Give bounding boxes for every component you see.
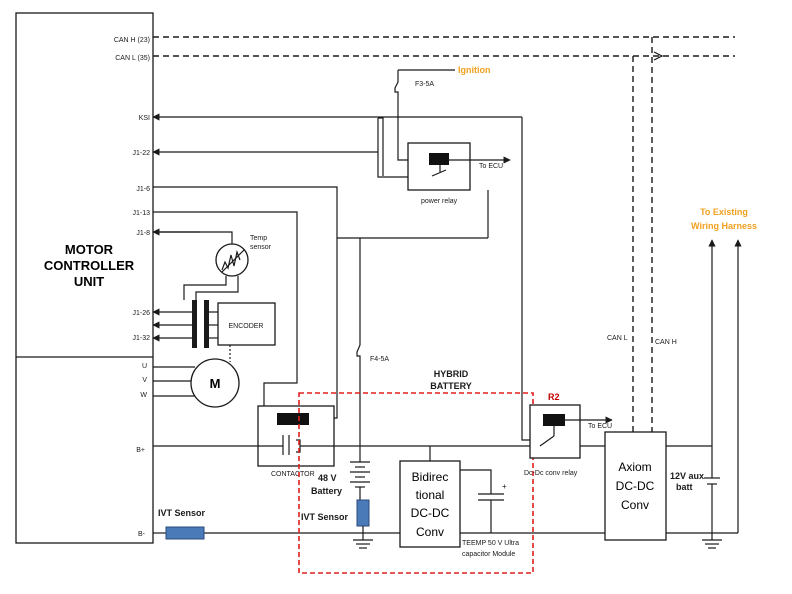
contactor: CONTACTOR — [257, 405, 335, 478]
ultracapacitor: + TEEMP 50 V Ultra capacitor Module — [460, 469, 519, 558]
motor: M — [153, 358, 240, 408]
f4-wire: F4-5A — [337, 190, 489, 440]
encoder: ENCODER — [152, 300, 276, 362]
pin-w-label: W — [140, 392, 147, 399]
r2-label: R2 — [548, 392, 560, 402]
ignition-label: Ignition — [458, 65, 491, 75]
bidir-conv-line-4: Conv — [416, 525, 444, 539]
pin-j1-26-label: J1-26 — [132, 310, 150, 317]
pin-u-label: U — [142, 363, 147, 370]
ksi-circuit: F3-5A Ignition — [152, 65, 530, 441]
pin-canl-label: CAN L (35) — [115, 55, 150, 62]
aux-battery: 12V aux batt To Existing Wiring Harness — [670, 207, 757, 549]
pin-j1-32-label: J1-32 — [132, 335, 150, 342]
aux-batt-label-2: batt — [676, 482, 693, 492]
harness-label-1: To Existing — [700, 207, 748, 217]
battery-48v-label-2: Battery — [311, 486, 342, 496]
power-relay-label: power relay — [421, 198, 458, 205]
power-relay: To ECU power relay — [407, 142, 511, 205]
bidir-conv-line-1: Bidirec — [412, 470, 449, 484]
mcu-pin-labels: CAN H (23) CAN L (35) KSI J1-22 J1-6 J1-… — [114, 37, 150, 538]
ivt-sensor-left: IVT Sensor — [158, 508, 206, 540]
ivt-sensor-inner: IVT Sensor — [301, 499, 373, 549]
motor-controller-unit: MOTOR CONTROLLER UNIT — [15, 12, 154, 544]
temp-sensor: Temp sensor — [183, 235, 272, 300]
fuse-f4-label: F4-5A — [370, 356, 389, 363]
pin-j1-13-label: J1-13 — [132, 210, 150, 217]
mcu-title-line-2: CONTROLLER — [44, 258, 135, 273]
motor-label: M — [210, 376, 221, 391]
ivt-sensor-inner-label: IVT Sensor — [301, 512, 349, 522]
axiom-line-2: DC-DC — [616, 479, 655, 493]
temp-sensor-label-1: Temp — [250, 235, 267, 242]
to-ecu-1-label: To ECU — [479, 163, 503, 170]
pin-j1-8-label: J1-8 — [136, 230, 150, 237]
pin-canh-label: CAN H (23) — [114, 37, 150, 44]
hybrid-battery-label-2: BATTERY — [430, 381, 472, 391]
fuse-f3-label: F3-5A — [415, 81, 434, 88]
bidirectional-converter: Bidirec tional DC-DC Conv — [399, 446, 461, 548]
to-ecu-2-label: To ECU — [588, 423, 612, 430]
pin-j1-6-label: J1-6 — [136, 186, 150, 193]
mcu-title-line-1: MOTOR — [65, 242, 114, 257]
can-bus: CAN L CAN H — [153, 36, 735, 432]
temp-sensor-label-2: sensor — [250, 244, 272, 251]
battery-48v: 48 V Battery — [311, 440, 370, 500]
can-l-label: CAN L — [607, 335, 628, 342]
dcdc-relay: R2 To ECU Dc-Dc conv relay — [524, 392, 613, 477]
pin-j1-22-label: J1-22 — [132, 150, 150, 157]
aux-batt-label-1: 12V aux — [670, 471, 704, 481]
pin-bminus-label: B- — [138, 531, 146, 538]
can-h-label: CAN H — [655, 339, 677, 346]
harness-label-2: Wiring Harness — [691, 221, 757, 231]
hybrid-battery-label-1: HYBRID — [434, 369, 469, 379]
battery-48v-label-1: 48 V — [318, 473, 337, 483]
ultracap-label-2: capacitor Module — [462, 551, 515, 558]
dcdc-relay-label: Dc-Dc conv relay — [524, 470, 578, 477]
axiom-line-1: Axiom — [618, 460, 651, 474]
bidir-conv-line-3: DC-DC — [411, 506, 450, 520]
j1-22-circuit — [152, 117, 408, 178]
cap-plus-label: + — [502, 482, 507, 491]
j1-8-wire — [152, 228, 233, 244]
bidir-conv-line-2: tional — [416, 488, 445, 502]
pin-ksi-label: KSI — [139, 115, 150, 122]
ultracap-label-1: TEEMP 50 V Ultra — [462, 540, 519, 547]
pin-v-label: V — [142, 377, 147, 384]
contactor-label: CONTACTOR — [271, 471, 315, 478]
mcu-title-line-3: UNIT — [74, 274, 104, 289]
encoder-label: ENCODER — [228, 323, 263, 330]
axiom-line-3: Conv — [621, 498, 649, 512]
hybrid-battery-group: HYBRID BATTERY — [298, 369, 534, 574]
pin-bplus-label: B+ — [136, 447, 145, 454]
hybrid-battery-border — [298, 392, 534, 574]
ivt-sensor-left-label: IVT Sensor — [158, 508, 206, 518]
axiom-converter: Axiom DC-DC Conv — [604, 431, 667, 541]
